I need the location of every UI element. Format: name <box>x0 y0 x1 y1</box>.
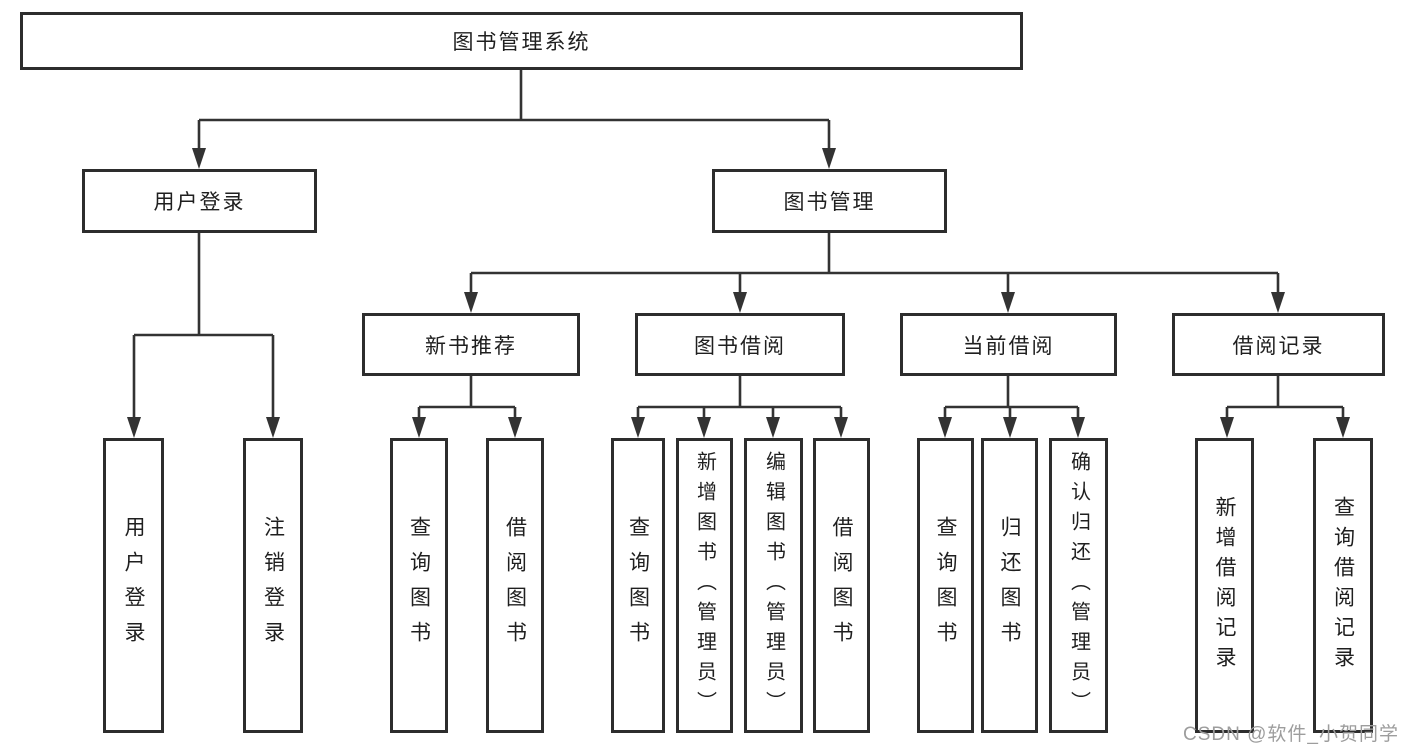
edge-current-branch <box>943 376 1080 421</box>
arrow-icon <box>1336 417 1350 438</box>
arrowheads <box>127 148 1350 438</box>
leaf-return-books: 归还图书 <box>981 438 1038 733</box>
leaf-borrow-books: 借阅图书 <box>486 438 544 733</box>
arrow-icon <box>631 417 645 438</box>
leaf-logout: 注销登录 <box>243 438 303 733</box>
leaf-add-borrow-record: 新增借阅记录 <box>1195 438 1254 733</box>
arrow-icon <box>1220 417 1234 438</box>
arrow-icon <box>938 417 952 438</box>
arrow-icon <box>1001 292 1015 313</box>
edge-manage-branch <box>469 233 1280 296</box>
node-user-login: 用户登录 <box>82 169 317 233</box>
leaf-query-borrow-record: 查询借阅记录 <box>1313 438 1373 733</box>
node-book-borrowing: 图书借阅 <box>635 313 845 376</box>
csdn-watermark: CSDN @软件_小贺同学 <box>1183 724 1399 745</box>
edge-login-branch <box>132 233 275 421</box>
leaf-query-books: 查询图书 <box>611 438 665 733</box>
arrow-icon <box>1003 417 1017 438</box>
leaf-add-books-admin: 新增图书（管理员） <box>676 438 733 733</box>
leaf-user-login: 用户登录 <box>103 438 164 733</box>
arrow-icon <box>127 417 141 438</box>
arrow-icon <box>766 417 780 438</box>
node-book-management: 图书管理 <box>712 169 947 233</box>
arrow-icon <box>1271 292 1285 313</box>
edge-records-branch <box>1225 376 1345 421</box>
leaf-query-books: 查询图书 <box>917 438 974 733</box>
arrow-icon <box>1071 417 1085 438</box>
leaf-edit-books-admin: 编辑图书（管理员） <box>744 438 803 733</box>
arrow-icon <box>464 292 478 313</box>
arrow-icon <box>834 417 848 438</box>
leaf-borrow-books: 借阅图书 <box>813 438 870 733</box>
node-current-borrowing: 当前借阅 <box>900 313 1117 376</box>
arrow-icon <box>508 417 522 438</box>
arrow-icon <box>733 292 747 313</box>
node-root-system: 图书管理系统 <box>20 12 1023 70</box>
leaf-confirm-return-admin: 确认归还（管理员） <box>1049 438 1108 733</box>
arrow-icon <box>412 417 426 438</box>
edge-recommend-branch <box>417 376 517 421</box>
arrow-icon <box>822 148 836 169</box>
leaf-query-books: 查询图书 <box>390 438 448 733</box>
arrow-icon <box>266 417 280 438</box>
node-borrowing-records: 借阅记录 <box>1172 313 1385 376</box>
edge-root-branch <box>197 70 831 152</box>
arrow-icon <box>697 417 711 438</box>
edge-borrow-branch <box>636 376 843 421</box>
node-new-book-recommendation: 新书推荐 <box>362 313 580 376</box>
arrow-icon <box>192 148 206 169</box>
